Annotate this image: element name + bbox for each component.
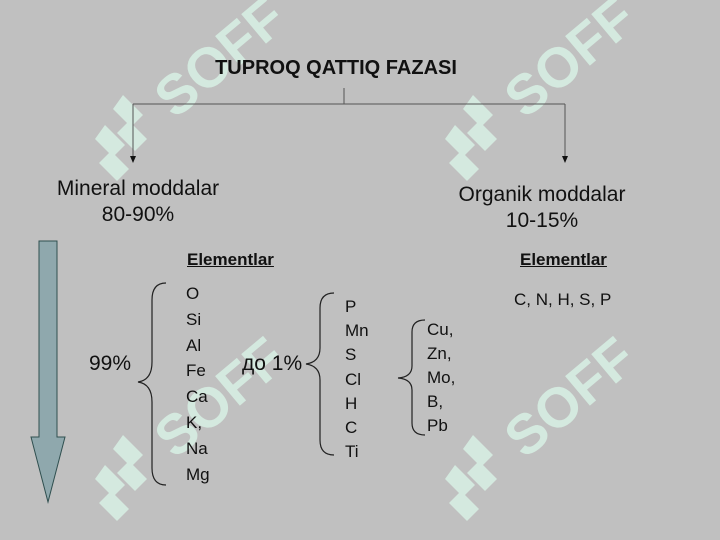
group-major-list: O Si Al Fe Ca K, Na Mg	[186, 281, 210, 487]
organic-node: Organik moddalar 10-15%	[434, 182, 650, 234]
element-item: P	[345, 297, 357, 316]
element-item: Al	[186, 335, 202, 355]
mineral-name: Mineral moddalar	[56, 177, 220, 200]
mineral-arrowhead-icon	[130, 156, 136, 163]
element-item: Ti	[345, 442, 359, 462]
organic-elements-header: Elementlar	[520, 250, 607, 269]
brace-trace-icon	[397, 319, 426, 436]
element-item: Cl	[345, 369, 362, 389]
organic-elements-list: C, N, H, S, P	[514, 290, 612, 309]
element-item: H	[345, 393, 358, 413]
diagram-title: TUPROQ QATTIQ FAZASI	[215, 57, 457, 79]
element-item: Zn,	[427, 344, 452, 363]
element-item: Mo,	[427, 368, 456, 387]
brace-major-icon	[137, 282, 167, 486]
group-major-percent: 99%	[89, 352, 132, 375]
element-item: Pb	[427, 416, 448, 435]
group-minor-list: P Mn S Cl H C Ti	[345, 295, 369, 464]
element-item: B,	[427, 392, 444, 411]
element-item: K,	[186, 412, 203, 432]
group-trace-list: Cu, Zn, Mo, B, Pb	[427, 318, 455, 438]
element-item: Na	[186, 438, 208, 458]
element-item: Ca	[186, 387, 208, 407]
element-item: S	[345, 345, 357, 365]
organic-arrowhead-icon	[562, 156, 568, 163]
organic-range: 10-15%	[505, 209, 579, 232]
mineral-node: Mineral moddalar 80-90%	[30, 176, 246, 228]
mineral-elements-header: Elementlar	[187, 250, 274, 269]
element-item: O	[186, 284, 200, 303]
element-item: Si	[186, 309, 202, 329]
element-item: Cu,	[427, 320, 454, 339]
element-item: Mg	[186, 464, 210, 484]
down-arrow-icon	[30, 240, 66, 504]
organic-name: Organik moddalar	[458, 183, 626, 206]
brace-minor-icon	[305, 292, 335, 456]
element-item: C	[345, 418, 358, 438]
mineral-range: 80-90%	[101, 203, 175, 226]
element-item: Mn	[345, 321, 369, 341]
group-minor-percent: до 1%	[242, 352, 303, 375]
element-item: Fe	[186, 361, 206, 381]
